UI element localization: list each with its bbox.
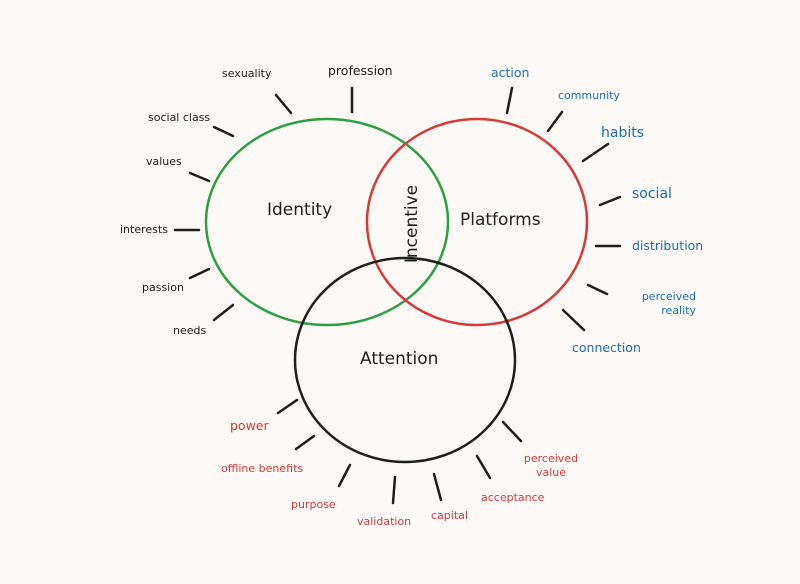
attention-term: acceptance [481,491,545,504]
platform-term: perceived reality [641,290,696,318]
attention-term: capital [431,509,468,522]
attention-term: perceived value [523,452,579,480]
attention-term: validation [357,515,412,528]
attention-term: offline benefits [221,462,304,475]
platform-term: distribution [632,238,704,253]
platform-ticks [505,86,622,332]
attention-term: purpose [291,498,336,511]
platforms-circle [365,117,589,327]
incentive-label: Incentive [402,184,422,264]
identity-term: profession [328,63,393,78]
identity-term: values [146,155,182,168]
platforms-title: Platforms [460,210,541,230]
identity-ticks [173,86,354,322]
identity-title: Identity [267,200,333,220]
platform-term: social [632,186,672,202]
platform-term: community [558,89,621,102]
attention-title: Attention [360,349,439,369]
attention-circle [293,256,517,464]
attention-term: power [230,418,269,433]
identity-term: needs [173,324,207,337]
identity-term: interests [120,223,168,236]
platform-term: connection [572,340,641,355]
identity-circle [204,117,450,327]
platform-term: habits [601,125,645,141]
attention-ticks [276,398,523,505]
identity-term: social class [148,111,211,124]
platform-term: action [491,65,530,80]
identity-term: sexuality [222,67,272,80]
identity-term: passion [142,281,184,294]
